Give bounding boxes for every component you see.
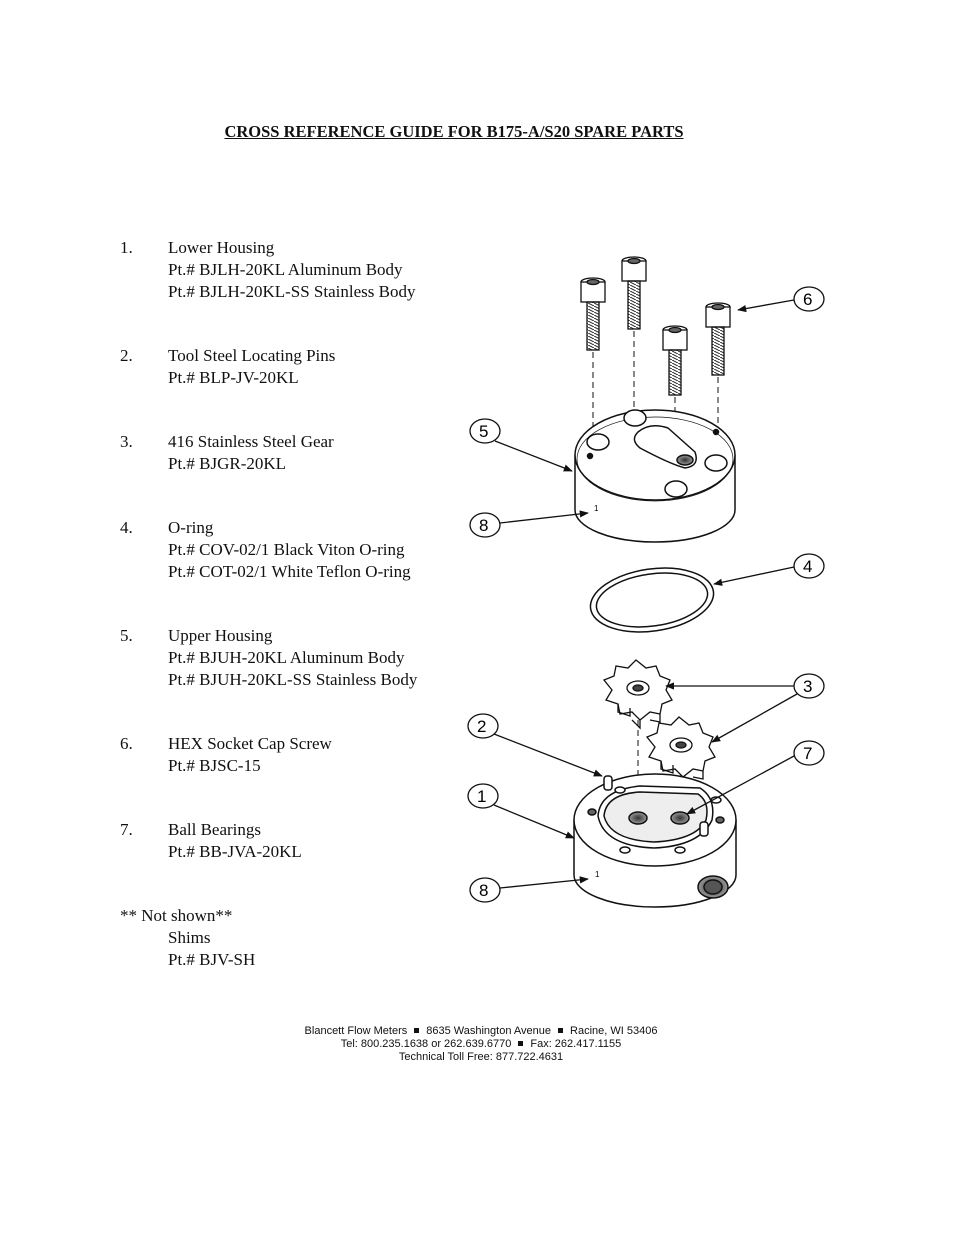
part-number: 6. — [120, 734, 133, 753]
not-shown-section: ** Not shown** Shims Pt.# BJV-SH — [120, 905, 255, 971]
part-line: Pt.# BB-JVA-20KL — [168, 842, 302, 861]
callout-label-8-lower: 8 — [479, 881, 488, 900]
callout-3 — [665, 673, 825, 743]
bullet-square-icon — [414, 1028, 420, 1034]
o-ring — [589, 567, 715, 633]
part-name: Tool Steel Locating Pins — [168, 346, 336, 365]
page-title: CROSS REFERENCE GUIDE FOR B175-A/S20 SPA… — [224, 122, 684, 141]
part-number: 3. — [120, 432, 133, 451]
callout-label-5: 5 — [479, 422, 488, 441]
housing-mark: 1 — [595, 870, 600, 879]
part-line: Pt.# BJSC-15 — [168, 756, 261, 775]
footer-address: 8635 Washington Avenue — [426, 1025, 552, 1037]
gear-upper — [602, 659, 673, 730]
part-number: 4. — [120, 518, 133, 537]
cap-screw — [662, 325, 688, 396]
bullet-square-icon — [558, 1028, 564, 1034]
part-number: 1. — [120, 238, 133, 257]
part-line: Pt.# BJLH-20KL-SS Stainless Body — [168, 282, 416, 301]
callout-6 — [737, 286, 825, 313]
part-line: Pt.# BLP-JV-20KL — [168, 368, 299, 387]
callout-label-1: 1 — [477, 787, 486, 806]
callout-1 — [467, 783, 575, 839]
footer: Blancett Flow Meters 8635 Washington Aven… — [0, 1025, 954, 1064]
footer-tel: Tel: 800.235.1638 or 262.639.6770 — [340, 1038, 512, 1050]
not-shown-name: Shims — [168, 928, 211, 947]
not-shown-heading: ** Not shown** — [120, 906, 233, 925]
callout-5 — [469, 418, 573, 472]
bullet-square-icon — [518, 1041, 524, 1047]
part-name: 416 Stainless Steel Gear — [168, 432, 334, 451]
part-line: Pt.# BJLH-20KL Aluminum Body — [168, 260, 403, 279]
callout-2 — [467, 713, 603, 777]
part-name: O-ring — [168, 518, 214, 537]
gear-lower — [645, 716, 716, 780]
callout-label-6: 6 — [803, 290, 812, 309]
footer-tech: Technical Toll Free: 877.722.4631 — [398, 1051, 564, 1063]
housing-mark: 1 — [594, 504, 599, 513]
upper-housing — [574, 409, 736, 543]
callout-7 — [686, 740, 825, 815]
part-line: Pt.# COT-02/1 White Teflon O-ring — [168, 562, 411, 581]
cap-screw — [705, 302, 731, 376]
part-line: Pt.# BJGR-20KL — [168, 454, 287, 473]
part-name: Ball Bearings — [168, 820, 262, 839]
part-number: 5. — [120, 626, 133, 645]
footer-company: Blancett Flow Meters — [304, 1025, 408, 1037]
callout-label-8: 8 — [479, 516, 488, 535]
not-shown-part: Pt.# BJV-SH — [168, 950, 256, 969]
cap-screw — [621, 256, 647, 330]
part-line: Pt.# BJUH-20KL Aluminum Body — [168, 648, 405, 667]
cap-screw — [580, 277, 606, 351]
footer-city: Racine, WI 53406 — [570, 1025, 658, 1037]
callout-label-4: 4 — [803, 557, 812, 576]
part-number: 2. — [120, 346, 133, 365]
part-name: Lower Housing — [168, 238, 275, 257]
part-line: Pt.# BJUH-20KL-SS Stainless Body — [168, 670, 418, 689]
part-line: Pt.# COV-02/1 Black Viton O-ring — [168, 540, 405, 559]
footer-fax: Fax: 262.417.1155 — [530, 1038, 622, 1050]
part-name: Upper Housing — [168, 626, 273, 645]
callout-label-7: 7 — [803, 744, 812, 763]
callout-4 — [713, 553, 825, 586]
part-name: HEX Socket Cap Screw — [168, 734, 332, 753]
callout-label-3: 3 — [803, 677, 812, 696]
part-number: 7. — [120, 820, 133, 839]
callout-8-lower — [469, 876, 589, 903]
callout-8 — [469, 510, 589, 538]
lower-housing — [573, 773, 737, 908]
callout-label-2: 2 — [477, 717, 486, 736]
